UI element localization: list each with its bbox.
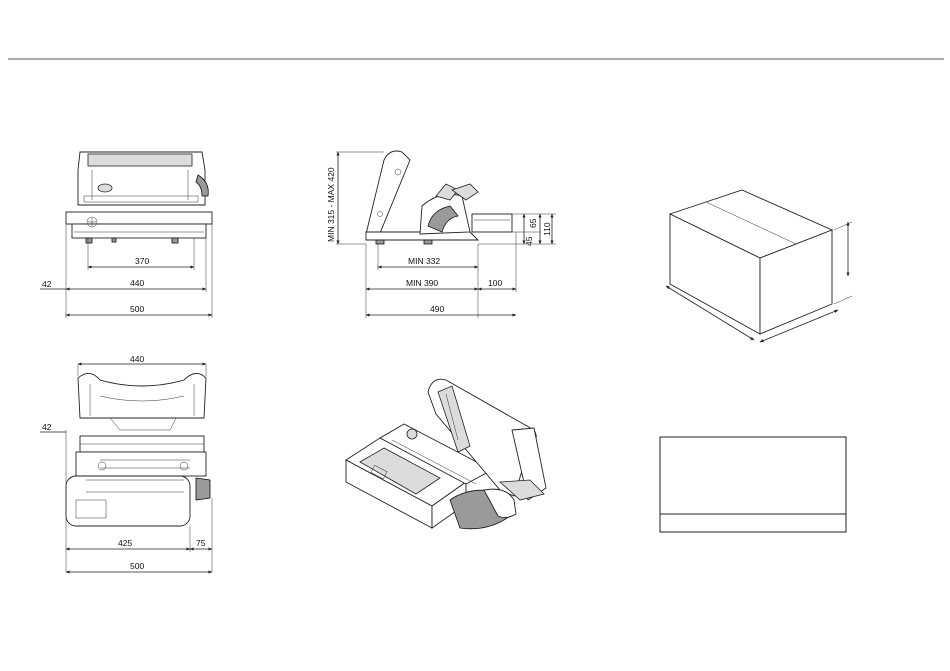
dim-110: 110 [542,222,552,236]
dim-500: 500 [130,304,144,314]
dim-top-42: 42 [42,422,52,432]
dim-top-500: 500 [130,561,144,571]
dim-min-332: MIN 332 [408,256,440,266]
dim-65: 65 [528,218,538,228]
title-block [660,437,846,532]
dim-440: 440 [130,278,144,288]
dim-100: 100 [488,278,502,288]
isometric-view [346,379,546,529]
dim-75: 75 [196,538,206,548]
dim-min-390: MIN 390 [406,278,438,288]
front-view: 370 42 440 500 [40,152,212,318]
dim-top-440: 440 [130,354,144,364]
dim-370: 370 [135,256,149,266]
dim-height: MIN 315 - MAX 420 [326,167,336,242]
dim-490: 490 [430,304,444,314]
top-view: 440 42 425 75 500 [40,354,212,572]
dim-45: 45 [524,236,534,246]
dim-425: 425 [118,538,132,548]
knob-icon [98,184,112,192]
packaging-box [666,190,852,342]
dim-42: 42 [42,279,52,289]
side-view: MIN 315 - MAX 420 45 65 110 MIN 332 MIN … [326,151,556,318]
